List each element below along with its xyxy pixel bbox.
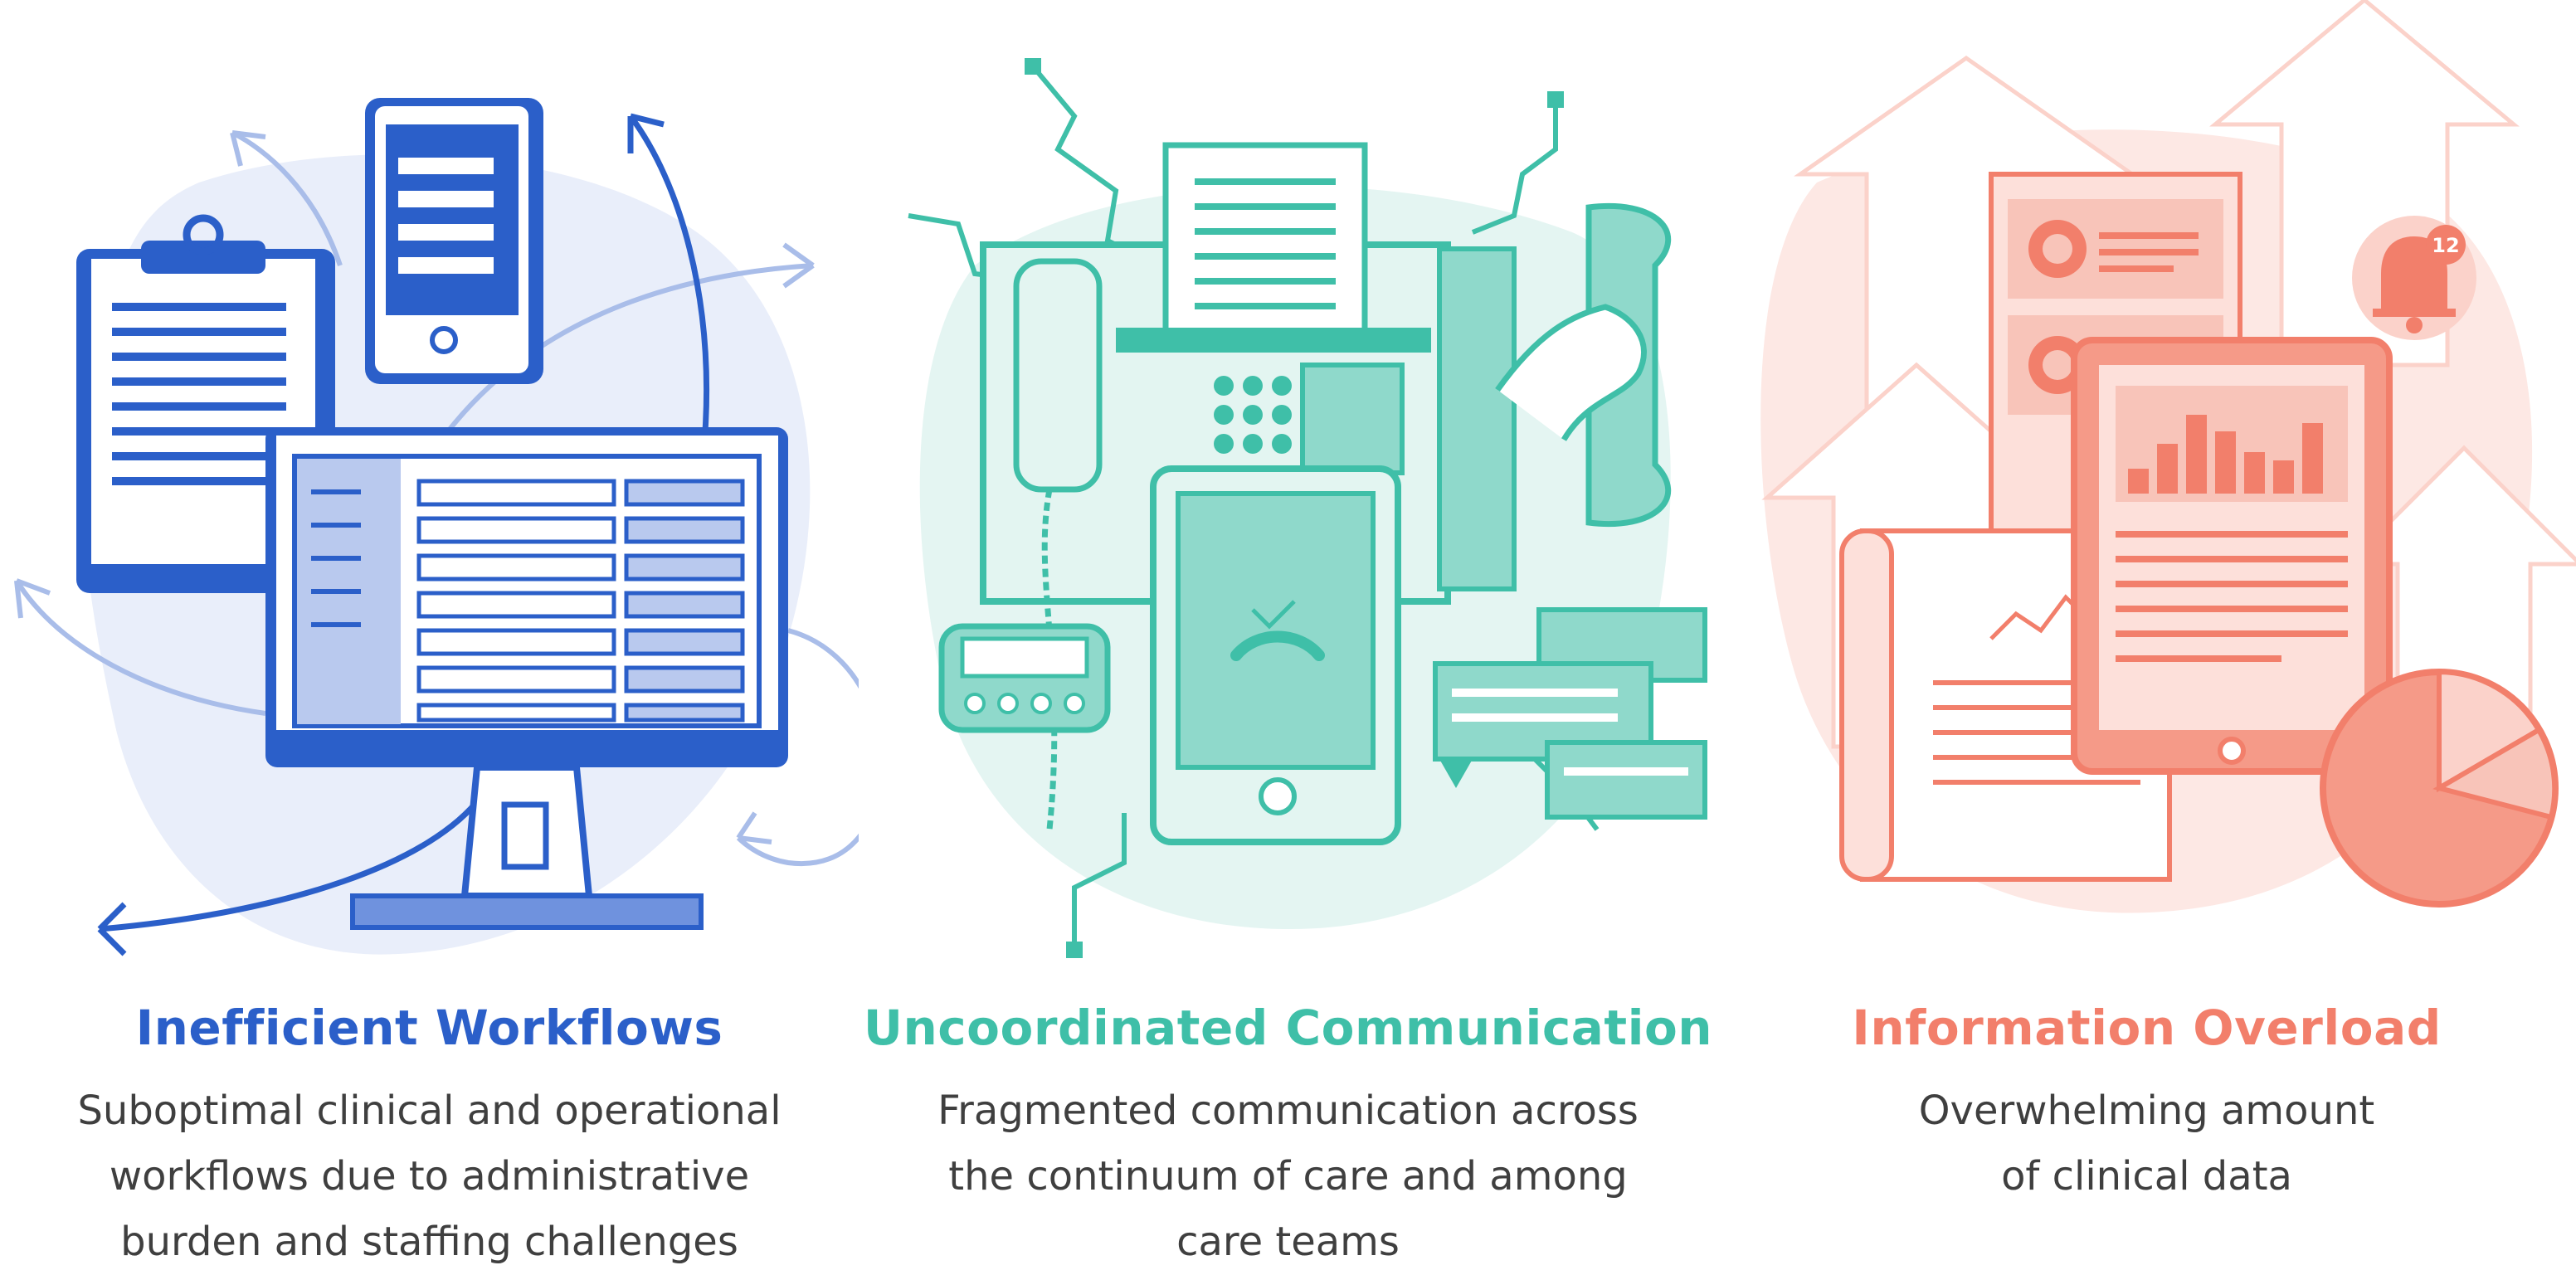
panel-uncoordinated-communication: Uncoordinated Communication Fragmented c… bbox=[859, 0, 1717, 1265]
panel-description: Overwhelming amount of clinical data bbox=[1717, 1078, 2576, 1209]
pager-icon bbox=[938, 623, 1111, 733]
notification-badge: 12 bbox=[2432, 234, 2459, 257]
description-line: Suboptimal clinical and operational bbox=[77, 1088, 782, 1134]
desktop-monitor-icon bbox=[265, 427, 788, 930]
communication-illustration bbox=[908, 58, 1707, 958]
telephone-handset-icon bbox=[1495, 203, 1672, 527]
panel-title: Information Overload bbox=[1852, 1000, 2442, 1056]
description-line: burden and staffing challenges bbox=[120, 1219, 738, 1265]
description-line: of clinical data bbox=[2001, 1153, 2292, 1200]
description-line: the continuum of care and among bbox=[948, 1153, 1628, 1200]
panel-information-overload: 12 bbox=[1717, 0, 2576, 1262]
panel-inefficient-workflows: Inefficient Workflows Suboptimal clinica… bbox=[0, 0, 859, 1265]
description-line: Fragmented communication across bbox=[937, 1088, 1639, 1134]
curved-arrow-icon bbox=[628, 114, 710, 432]
tablet-chart-icon bbox=[2071, 337, 2393, 775]
curved-arrow-icon bbox=[14, 130, 859, 867]
pie-chart-icon bbox=[2320, 669, 2559, 908]
curved-arrow-icon bbox=[99, 794, 484, 932]
description-line: Overwhelming amount bbox=[1918, 1088, 2375, 1134]
panel-description: Suboptimal clinical and operational work… bbox=[0, 1078, 859, 1275]
description-line: care teams bbox=[1176, 1219, 1400, 1265]
description-line: workflows due to administrative bbox=[109, 1153, 750, 1200]
smartphone-call-icon bbox=[1150, 465, 1401, 845]
panel-title: Uncoordinated Communication bbox=[863, 1000, 1713, 1056]
workflows-illustration bbox=[14, 98, 859, 956]
chat-bubbles-icon bbox=[1433, 607, 1707, 820]
panel-title: Inefficient Workflows bbox=[135, 1000, 723, 1056]
overload-illustration: 12 bbox=[1760, 0, 2576, 913]
panel-description: Fragmented communication across the cont… bbox=[859, 1078, 1717, 1275]
smartphone-icon bbox=[365, 98, 543, 384]
newspaper-icon bbox=[1839, 528, 2172, 882]
bell-icon: 12 bbox=[2352, 216, 2476, 340]
